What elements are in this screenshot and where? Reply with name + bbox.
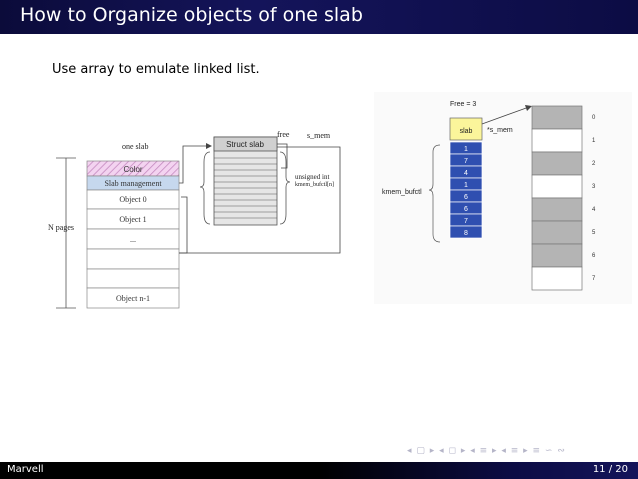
object-index-label: 7 [592, 276, 596, 282]
object-index-label: 3 [592, 184, 596, 190]
bufctl-cell-value: 6 [464, 194, 468, 201]
struct-slab-label: Struct slab [226, 140, 264, 149]
bufctl-right-brace [279, 151, 291, 225]
one-slab-title: one slab [122, 142, 148, 151]
empty-row-2 [86, 268, 180, 289]
free-count-label: Free = 3 [450, 101, 476, 108]
kmem-bufctl-n-label: kmem_bufctl[n] [295, 181, 334, 188]
footer-page-number: 11 / 20 [592, 464, 628, 475]
slab-management-label: Slab management [104, 179, 162, 188]
object-n-1-row [86, 287, 180, 309]
s-mem-pointer-line [179, 146, 341, 254]
bufctl-cell-value: 1 [464, 146, 468, 153]
slab-management-arrow [179, 145, 208, 184]
s-mem-pointer-label: *s_mem [487, 127, 513, 134]
object-index-label: 5 [592, 230, 596, 236]
struct-slab-left-brace [199, 151, 211, 225]
ellipsis-label: ... [130, 235, 136, 244]
kmem-bufctl-label: kmem_bufctl [382, 189, 422, 196]
diagram-right-background [374, 92, 632, 304]
slide-title: How to Organize objects of one slab [20, 4, 363, 26]
slab-box [449, 117, 483, 141]
empty-row-1 [86, 248, 180, 270]
object-0-label: Object 0 [119, 195, 146, 204]
bufctl-array-lines [214, 157, 277, 219]
s-mem-pointer-arrow [481, 106, 530, 125]
object-cell [531, 220, 583, 245]
object-index-label: 4 [592, 207, 596, 213]
slab-box-label: slab [460, 128, 473, 135]
footer-left-panel: Marvell [0, 462, 319, 479]
s-mem-label-left: s_mem [307, 131, 331, 140]
object-index-label: 6 [592, 253, 596, 259]
n-pages-label: N pages [48, 223, 74, 232]
free-pointer-line [277, 143, 288, 169]
bufctl-cell-value: 8 [464, 230, 468, 237]
s-mem-pointer-arrowhead [525, 105, 532, 111]
object-index-label: 1 [592, 138, 596, 144]
beamer-navigation-controls[interactable]: ◂ ▢ ▸ ◂ ◻ ▸ ◂ ≡ ▸ ◂ ≡ ▸ ≡ ∽ ∾ [407, 446, 566, 456]
bufctl-cell [449, 225, 483, 239]
object-cells: 0 1 2 3 4 5 6 7 [531, 105, 596, 291]
object-cell [531, 174, 583, 199]
object-cell [531, 128, 583, 153]
slab-layout-diagram: one slab N pages Color Slab management O… [48, 130, 341, 309]
object-cell [531, 197, 583, 222]
bufctl-cell-value: 4 [464, 170, 468, 177]
object-cell [531, 266, 583, 291]
bufctl-cell-value: 1 [464, 182, 468, 189]
slide-header: How to Organize objects of one slab [0, 0, 638, 34]
object-index-label: 0 [592, 115, 596, 121]
bufctl-array-diagram: Free = 3 slab *s_mem kmem_bufctl 1 7 4 1 6 6 7… [374, 92, 632, 304]
object-cell [531, 243, 583, 268]
bufctl-cell-value: 6 [464, 206, 468, 213]
bufctl-cells: 1 7 4 1 6 6 7 8 [449, 141, 483, 239]
object-cell [531, 105, 583, 130]
footer-author: Marvell [7, 464, 44, 475]
unsigned-int-label: unsigned int [295, 173, 329, 181]
object-index-label: 2 [592, 161, 596, 167]
footer-right-panel: 11 / 20 [319, 462, 638, 479]
object-n-1-label: Object n-1 [116, 294, 150, 303]
slide-footer: Marvell 11 / 20 [0, 462, 638, 479]
bufctl-cell-value: 7 [464, 158, 468, 165]
object-1-label: Object 1 [119, 215, 146, 224]
kmem-bufctl-brace [428, 144, 441, 243]
color-row-label: Color [123, 165, 142, 174]
s-mem-pointer-to-object [179, 196, 188, 254]
free-label: free [277, 130, 290, 139]
object-cell [531, 151, 583, 176]
struct-slab-block [213, 136, 278, 226]
slab-management-arrowhead [206, 143, 212, 149]
bufctl-cell-value: 7 [464, 218, 468, 225]
bullet-text: Use array to emulate linked list. [52, 62, 260, 77]
